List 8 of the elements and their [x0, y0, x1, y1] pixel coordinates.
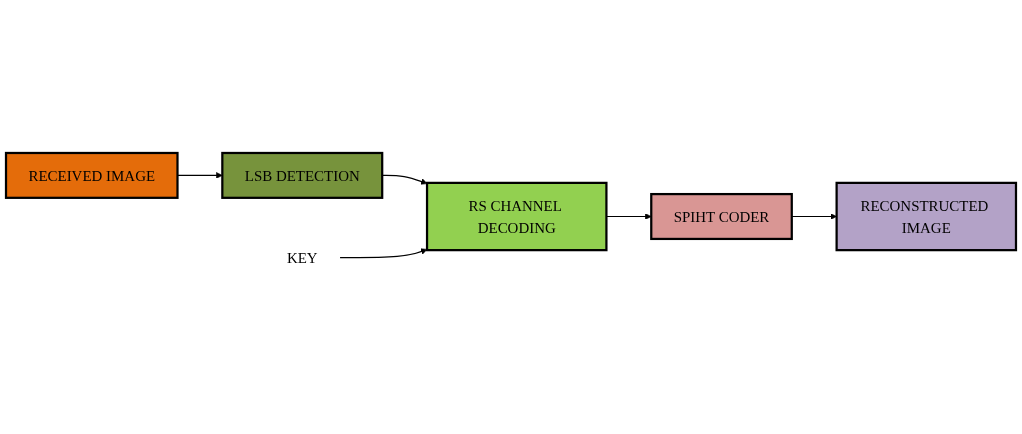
node-box: RS CHANNEL DECODING [425, 182, 608, 252]
node-box: RECONSTRUCTED IMAGE [835, 182, 1018, 252]
node-box: SPIHT CODER [650, 193, 793, 241]
node-text: KEY [286, 249, 318, 267]
node-box: RECEIVED IMAGE [4, 152, 179, 200]
arrow [791, 213, 837, 221]
arrow [339, 248, 428, 259]
node-box: LSB DETECTION [221, 152, 384, 200]
